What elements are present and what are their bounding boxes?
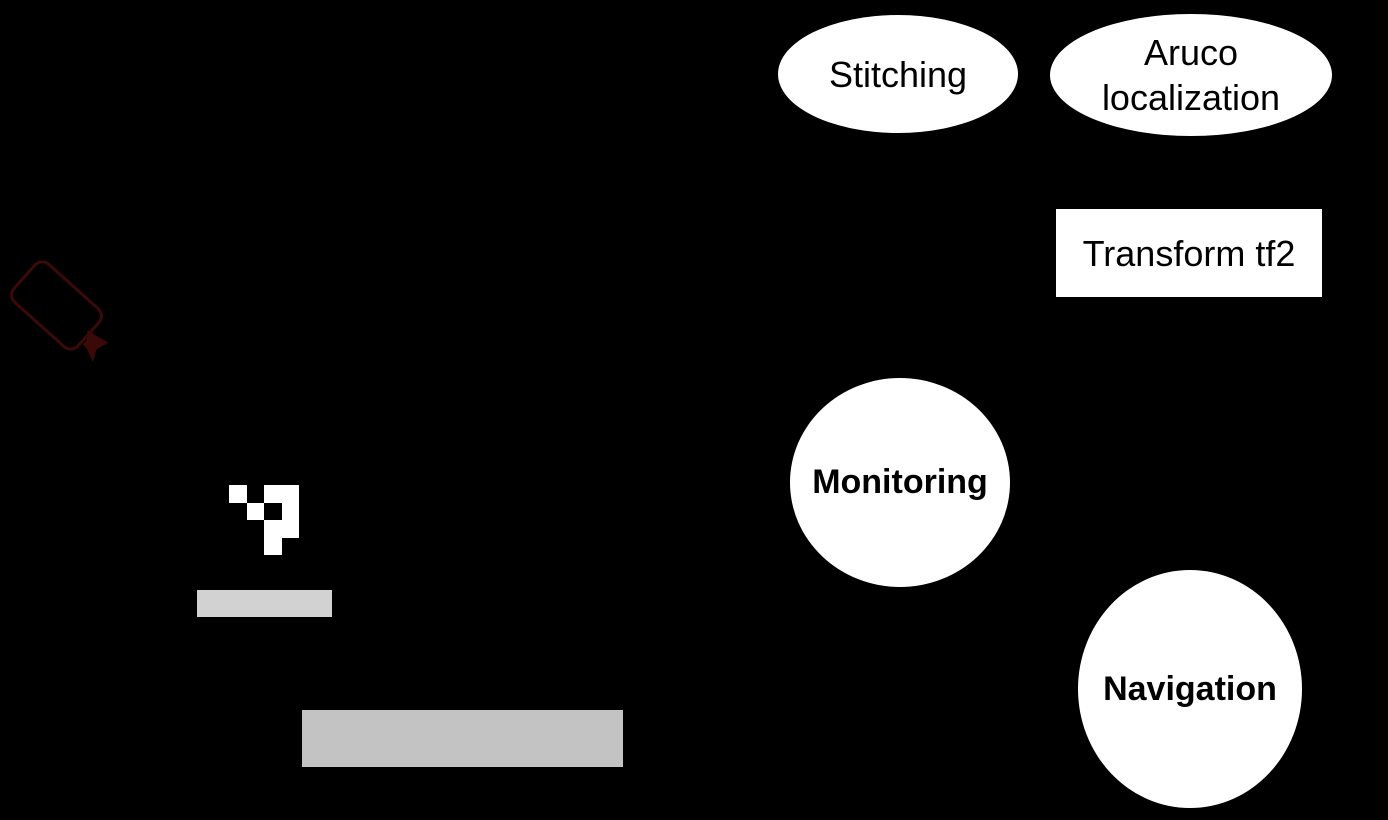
node-monitoring: Monitoring bbox=[790, 378, 1010, 587]
camera-lens-arrow bbox=[82, 330, 109, 363]
node-stitching: Stitching bbox=[778, 15, 1018, 133]
marker-cell bbox=[281, 485, 299, 503]
node-aruco-localization: Aruco localization bbox=[1050, 14, 1332, 136]
marker-cell bbox=[246, 502, 264, 520]
node-transform-tf2-label: Transform tf2 bbox=[1082, 232, 1296, 274]
node-transform-tf2: Transform tf2 bbox=[1056, 209, 1322, 297]
node-stitching-label: Stitching bbox=[828, 53, 968, 95]
marker-cell bbox=[264, 485, 282, 503]
node-monitoring-label: Monitoring bbox=[812, 463, 988, 502]
gray-bar-small bbox=[197, 590, 332, 617]
marker-cell bbox=[281, 502, 299, 520]
node-navigation: Navigation bbox=[1078, 570, 1302, 808]
aruco-marker-icon bbox=[229, 485, 299, 555]
camera-icon bbox=[10, 260, 109, 363]
marker-cell bbox=[264, 520, 282, 538]
node-aruco-localization-label: Aruco localization bbox=[1101, 32, 1281, 118]
node-navigation-label: Navigation bbox=[1103, 669, 1277, 708]
marker-cell bbox=[281, 520, 299, 538]
marker-cell bbox=[229, 485, 247, 503]
marker-cell bbox=[264, 537, 282, 555]
gray-bar-large bbox=[302, 710, 623, 767]
